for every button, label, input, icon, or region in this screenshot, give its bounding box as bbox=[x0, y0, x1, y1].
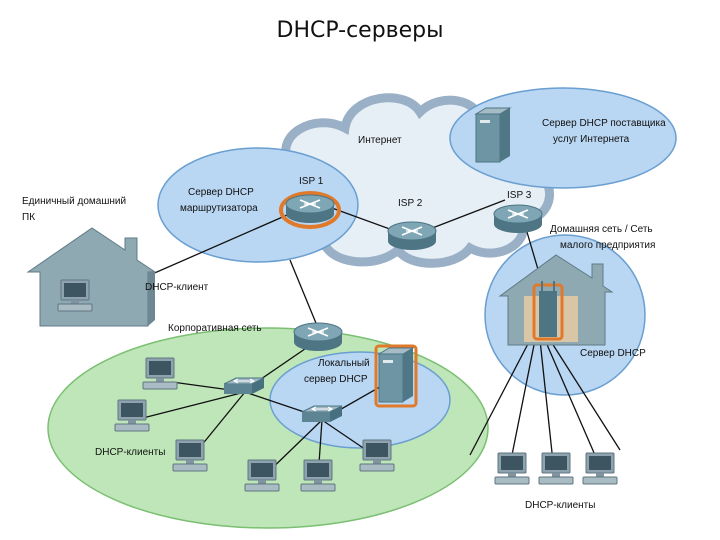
single-home-house bbox=[26, 227, 157, 327]
internet-label: Интернет bbox=[358, 135, 402, 146]
router-server-label-line1: Сервер DHCP bbox=[188, 187, 254, 198]
isp-server-label-line1: Сервер DHCP поставщика bbox=[542, 118, 666, 129]
isp-dhcp-server[interactable] bbox=[475, 107, 511, 163]
local-dhcp-server[interactable] bbox=[374, 344, 418, 408]
corporate-net-label: Корпоративная сеть bbox=[168, 323, 262, 334]
single-home-label-line1: Единичный домашний bbox=[22, 196, 126, 207]
client-pc[interactable] bbox=[244, 459, 280, 492]
corporate-router[interactable] bbox=[293, 322, 343, 352]
page-title: DHCP-серверы bbox=[276, 18, 444, 43]
client-pc[interactable] bbox=[172, 439, 208, 472]
router-server-zone bbox=[157, 147, 359, 263]
home-dhcp-server[interactable] bbox=[532, 281, 564, 341]
isp-server-label-line2: услуг Интернета bbox=[553, 134, 630, 145]
local-server-label-line1: Локальный bbox=[318, 358, 370, 369]
client-pc[interactable] bbox=[142, 357, 178, 390]
isp3-label: ISP 3 bbox=[507, 190, 532, 201]
client-pc[interactable] bbox=[359, 439, 395, 472]
home-office-label-line1: Домашняя сеть / Сеть bbox=[550, 224, 653, 235]
single-home-pc[interactable] bbox=[57, 279, 93, 312]
home-dhcp-server-label: Сервер DHCP bbox=[580, 348, 646, 359]
dhcp-client-label: DHCP-клиент bbox=[145, 282, 209, 293]
client-pc[interactable] bbox=[114, 399, 150, 432]
isp1-router[interactable] bbox=[279, 191, 341, 229]
router-server-label-line2: маршрутизатора bbox=[180, 203, 258, 214]
home-office-label-line2: малого предприятия bbox=[560, 240, 655, 251]
isp2-label: ISP 2 bbox=[398, 198, 423, 209]
isp2-router[interactable] bbox=[387, 221, 437, 251]
isp1-label: ISP 1 bbox=[299, 176, 324, 187]
dhcp-clients-left-label: DHCP-клиенты bbox=[95, 447, 165, 458]
client-pc[interactable] bbox=[300, 459, 336, 492]
client-pc[interactable] bbox=[538, 452, 574, 485]
single-home-label-line2: ПК bbox=[22, 212, 35, 223]
client-pc[interactable] bbox=[582, 452, 618, 485]
client-pc[interactable] bbox=[494, 452, 530, 485]
local-server-label-line2: сервер DHCP bbox=[304, 374, 368, 385]
dhcp-clients-bottom-label: DHCP-клиенты bbox=[525, 500, 595, 511]
isp3-router[interactable] bbox=[493, 204, 543, 234]
